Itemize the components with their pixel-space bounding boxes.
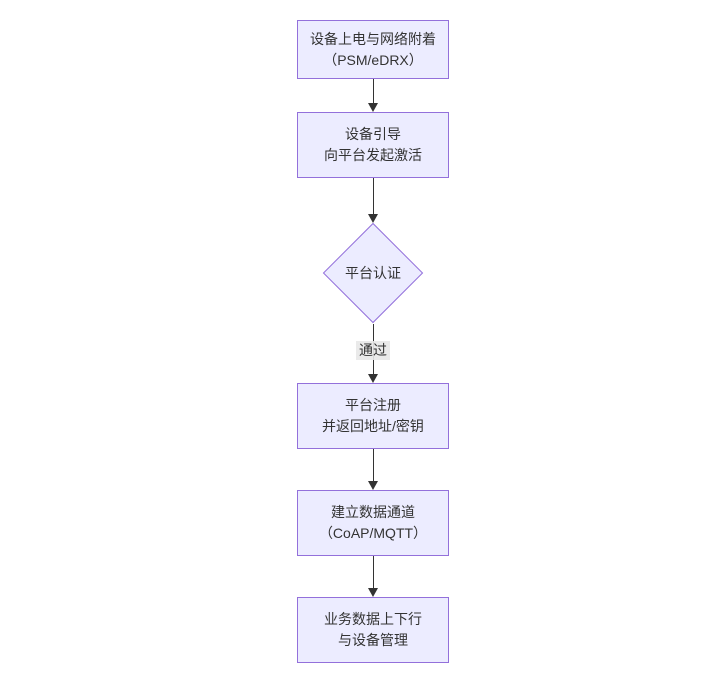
node-text-line: 平台注册 bbox=[345, 397, 401, 413]
node-text-line: 平台认证 bbox=[345, 265, 401, 281]
edge-label-pass: 通过 bbox=[356, 341, 390, 360]
node-text-line: 业务数据上下行 bbox=[324, 611, 422, 627]
arrowhead-down-icon bbox=[368, 374, 378, 383]
edge-d-e bbox=[367, 449, 379, 490]
node-data-channel: 建立数据通道 （CoAP/MQTT） bbox=[297, 490, 449, 556]
node-text-line: 建立数据通道 bbox=[331, 504, 415, 520]
edge-line bbox=[373, 449, 374, 484]
node-text-line: 与设备管理 bbox=[338, 632, 408, 648]
edge-a-b bbox=[367, 79, 379, 112]
node-text-line: （CoAP/MQTT） bbox=[318, 525, 428, 541]
node-platform-register: 平台注册 并返回地址/密钥 bbox=[297, 383, 449, 449]
node-text-line: （PSM/eDRX） bbox=[323, 51, 423, 68]
edge-line bbox=[373, 79, 374, 106]
node-text-line: 设备引导 bbox=[345, 126, 401, 142]
node-text-line: 并返回地址/密钥 bbox=[322, 418, 424, 434]
node-business-data: 业务数据上下行 与设备管理 bbox=[297, 597, 449, 663]
edge-line bbox=[373, 178, 374, 217]
arrowhead-down-icon bbox=[368, 588, 378, 597]
arrowhead-down-icon bbox=[368, 103, 378, 112]
edge-b-c bbox=[367, 178, 379, 223]
arrowhead-down-icon bbox=[368, 481, 378, 490]
decision-platform-auth: 平台认证 bbox=[322, 222, 424, 324]
arrowhead-down-icon bbox=[368, 214, 378, 223]
node-power-on-network-attach: 设备上电与网络附着 （PSM/eDRX） bbox=[297, 20, 449, 79]
edge-line bbox=[373, 556, 374, 591]
node-text-line: 设备上电与网络附着 bbox=[310, 30, 436, 47]
edge-e-f bbox=[367, 556, 379, 597]
node-text-line: 向平台发起激活 bbox=[324, 147, 422, 163]
node-device-bootstrap: 设备引导 向平台发起激活 bbox=[297, 112, 449, 178]
